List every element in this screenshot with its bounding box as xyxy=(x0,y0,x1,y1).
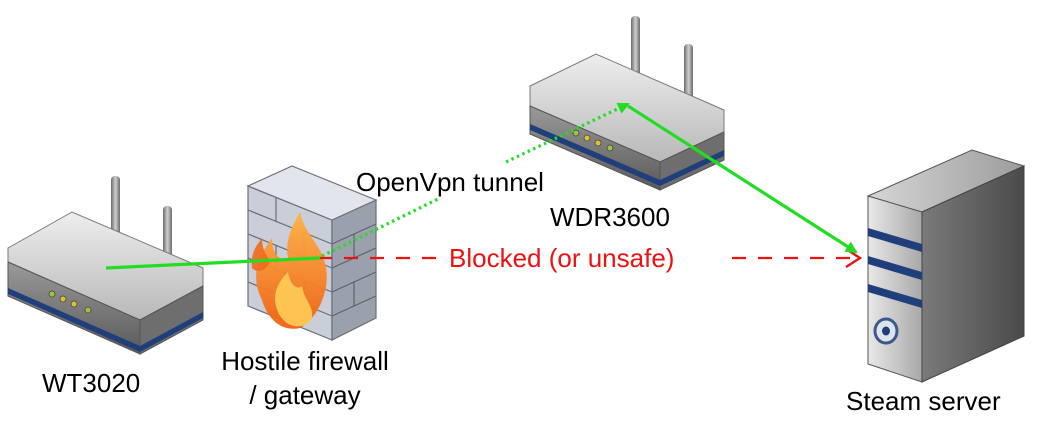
router-icon-wdr3600 xyxy=(529,16,725,191)
wt3020-label: WT3020 xyxy=(42,368,141,398)
route-edge-wdr3600-steam xyxy=(627,104,858,254)
server-icon xyxy=(866,149,1026,383)
wdr3600-label: WDR3600 xyxy=(550,202,670,232)
steam-server-label: Steam server xyxy=(846,386,1001,416)
router-icon-wt3020 xyxy=(7,176,204,355)
firewall-label-line1: Hostile firewall xyxy=(221,346,389,376)
route-edge-wt3020-firewall xyxy=(105,256,321,270)
openvpn-tunnel-edge-upper xyxy=(505,102,630,164)
firewall-icon xyxy=(246,165,378,341)
firewall-label-line2: / gateway xyxy=(249,380,361,410)
blocked-label: Blocked (or unsafe) xyxy=(449,243,675,273)
openvpn-tunnel-edge xyxy=(321,196,441,258)
openvpn-tunnel-label: OpenVpn tunnel xyxy=(356,167,544,197)
